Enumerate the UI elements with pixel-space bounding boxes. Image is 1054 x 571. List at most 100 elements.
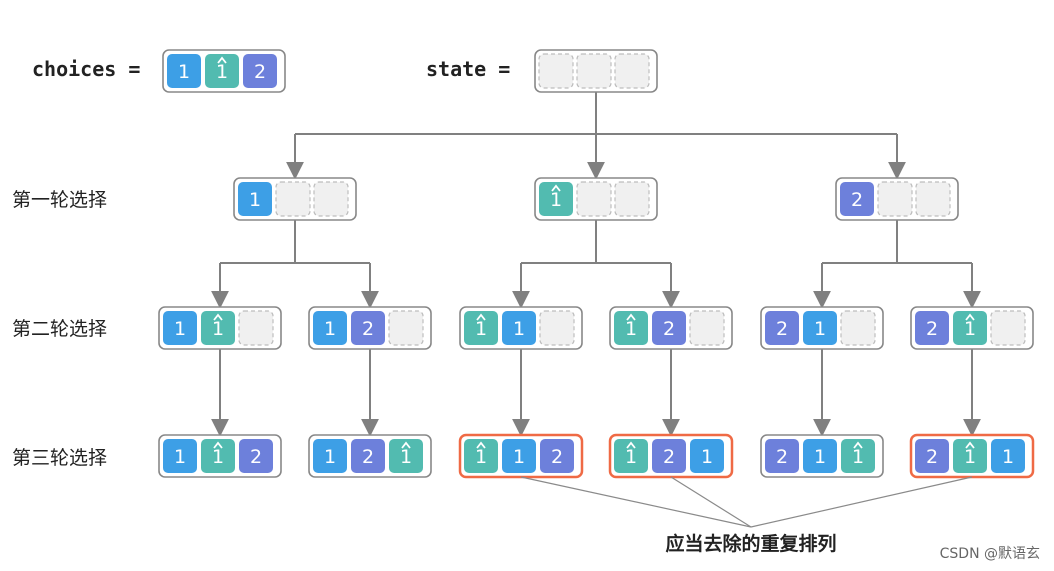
element-cell-c: [915, 439, 949, 473]
element-cell-c: [652, 311, 686, 345]
element-label: 1: [964, 318, 976, 340]
element-cell-b: [614, 439, 648, 473]
empty-slot: [576, 53, 612, 89]
hat-mark: [965, 313, 975, 321]
hat-mark: [965, 441, 975, 449]
state-label: state =: [426, 57, 511, 81]
element-label: 1: [174, 446, 186, 468]
element-label: 1: [178, 61, 190, 83]
element-label: 1: [324, 318, 336, 340]
element-cell-b: [841, 439, 875, 473]
element-cell-c: [351, 311, 385, 345]
empty-slot: [388, 310, 424, 346]
element-label: 1: [475, 318, 487, 340]
element-cell-b: [464, 439, 498, 473]
hat-mark: [213, 313, 223, 321]
round1-state-box: 1: [534, 177, 658, 221]
element-label: 1: [964, 446, 976, 468]
element-label: 1: [852, 446, 864, 468]
element-label: 1: [625, 318, 637, 340]
empty-slot: [614, 181, 650, 217]
element-cell-a: [991, 439, 1025, 473]
element-cell-a: [502, 439, 536, 473]
element-cell-a: [502, 311, 536, 345]
duplicate-pointer-line: [520, 476, 752, 528]
duplicate-pointer-line: [750, 476, 973, 528]
element-label: 2: [362, 446, 374, 468]
element-label: 1: [174, 318, 186, 340]
empty-slot: [877, 181, 913, 217]
element-cell-a: [163, 439, 197, 473]
element-cell-b: [953, 311, 987, 345]
hat-mark: [476, 313, 486, 321]
round-1-label: 第一轮选择: [12, 189, 108, 211]
element-cell-c: [915, 311, 949, 345]
round1-state-box: 2: [835, 177, 959, 221]
element-cell-b: [389, 439, 423, 473]
element-label: 1: [475, 446, 487, 468]
empty-slot: [990, 310, 1026, 346]
round1-state-box: 1: [233, 177, 357, 221]
element-label: 2: [362, 318, 374, 340]
element-label: 1: [400, 446, 412, 468]
element-cell-a: [313, 311, 347, 345]
element-cell-a: [803, 311, 837, 345]
element-cell-c: [765, 311, 799, 345]
element-label: 1: [216, 61, 228, 83]
watermark: CSDN @默语玄: [939, 546, 1040, 562]
round-3-label: 第三轮选择: [12, 447, 108, 469]
element-label: 1: [550, 189, 562, 211]
element-label: 2: [254, 61, 266, 83]
element-cell-c: [840, 182, 874, 216]
element-cell-c: [351, 439, 385, 473]
element-cell-b: [614, 311, 648, 345]
element-cell-c: [239, 439, 273, 473]
element-cell-c: [652, 439, 686, 473]
empty-slot: [275, 181, 311, 217]
empty-slot: [576, 181, 612, 217]
empty-slot: [538, 53, 574, 89]
choices-label: choices =: [32, 57, 141, 81]
hat-mark: [853, 441, 863, 449]
element-label: 2: [551, 446, 563, 468]
empty-slot: [313, 181, 349, 217]
element-label: 1: [212, 446, 224, 468]
choices-array-box: 1 1 2: [162, 49, 286, 93]
duplicate-pointer-line: [670, 476, 752, 528]
round3-permutation-box: 2 1 1: [760, 434, 884, 478]
element-cell-a: [167, 54, 201, 88]
element-label: 1: [513, 318, 525, 340]
empty-slot: [238, 310, 274, 346]
hat-mark: [626, 441, 636, 449]
element-label: 2: [926, 446, 938, 468]
element-cell-b: [201, 439, 235, 473]
root-state-box: [534, 49, 658, 93]
element-cell-b: [539, 182, 573, 216]
empty-slot: [539, 310, 575, 346]
hat-mark: [476, 441, 486, 449]
duplicate-permutation-box: 1 1 2: [458, 433, 584, 479]
element-cell-a: [238, 182, 272, 216]
hat-mark: [626, 313, 636, 321]
element-cell-a: [313, 439, 347, 473]
element-cell-b: [201, 311, 235, 345]
element-cell-c: [540, 439, 574, 473]
empty-slot: [915, 181, 951, 217]
hat-mark: [401, 441, 411, 449]
element-label: 1: [513, 446, 525, 468]
element-label: 1: [814, 446, 826, 468]
hat-mark: [551, 184, 561, 192]
round-2-label: 第二轮选择: [12, 318, 108, 340]
element-cell-b: [205, 54, 239, 88]
element-label: 2: [663, 318, 675, 340]
element-label: 2: [776, 446, 788, 468]
